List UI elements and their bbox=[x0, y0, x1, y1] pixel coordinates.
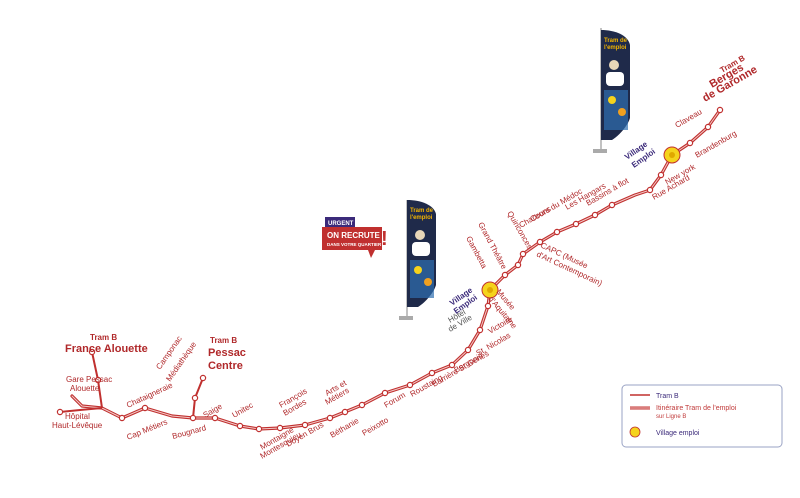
urgent-main-text: ON RECRUTE bbox=[327, 231, 381, 240]
stop-garepessac[interactable] bbox=[94, 376, 102, 384]
flag-base bbox=[399, 316, 413, 320]
village-dot-icon bbox=[487, 287, 493, 293]
legend-itinerary-label: Itinéraire Tram de l'emploi bbox=[656, 405, 737, 412]
label-chataigneraie: Chataigneraie bbox=[125, 380, 174, 409]
flag-banner-middle: Tram de l'emploi bbox=[399, 200, 436, 320]
urgent-sign: URGENT ON RECRUTE DANS VOTRE QUARTIER ! bbox=[322, 217, 388, 258]
legend-village-label: Village emploi bbox=[656, 430, 700, 437]
stop-coursmedoc[interactable] bbox=[572, 220, 580, 228]
stops bbox=[56, 106, 724, 433]
stop-chataigneraie[interactable] bbox=[141, 404, 149, 412]
stop-victoire[interactable] bbox=[476, 326, 484, 334]
flag-illustration bbox=[424, 278, 432, 286]
exclamation-icon: ! bbox=[381, 228, 388, 250]
terminus-pessac: Tram B Pessac Centre bbox=[208, 336, 246, 372]
stop-capmetiers[interactable] bbox=[118, 414, 126, 422]
flag-illustration bbox=[414, 266, 422, 274]
stop-camponac[interactable] bbox=[191, 394, 199, 402]
flag-title-line1: Tram de bbox=[410, 208, 434, 214]
flag-title-line2: l'emploi bbox=[410, 215, 433, 221]
terminus-name: Pessac bbox=[208, 347, 246, 359]
terminus-berges: Tram B Berges de Garonne bbox=[701, 53, 760, 104]
terminus-title: Tram B bbox=[210, 336, 237, 345]
stop-bethanie[interactable] bbox=[326, 414, 334, 422]
urgent-tag bbox=[325, 217, 355, 227]
legend-box bbox=[621, 384, 783, 448]
terminus-name: France Alouette bbox=[65, 343, 148, 355]
stop-brandenburg[interactable] bbox=[686, 139, 694, 147]
village-dot-icon bbox=[669, 152, 675, 158]
person-icon bbox=[412, 242, 430, 256]
label-unitec: Unitec bbox=[231, 401, 255, 420]
stop-forum[interactable] bbox=[381, 389, 389, 397]
stop-bergonie[interactable] bbox=[448, 361, 456, 369]
person-icon bbox=[609, 60, 619, 70]
village-label-newyork: Village Emploi bbox=[623, 139, 657, 169]
stop-bassins[interactable] bbox=[608, 201, 616, 209]
stop-roustaing[interactable] bbox=[406, 381, 414, 389]
urgent-sub-text: DANS VOTRE QUARTIER bbox=[327, 242, 382, 247]
village-label-hoteldeville: Village Emploi Hôtel de Ville bbox=[447, 285, 479, 333]
stop-gambetta[interactable] bbox=[501, 271, 509, 279]
stop-quinconces[interactable] bbox=[536, 238, 544, 246]
urgent-tag-text: URGENT bbox=[328, 221, 354, 227]
flag-base bbox=[593, 149, 607, 153]
stop-francois[interactable] bbox=[301, 421, 309, 429]
flag-illustration bbox=[608, 96, 616, 104]
label-capmetiers: Cap Métiers bbox=[125, 417, 168, 441]
stop-musee[interactable] bbox=[484, 302, 492, 310]
terminus-alouette: Tram B France Alouette bbox=[65, 333, 148, 355]
stop-doyen[interactable] bbox=[276, 424, 284, 432]
label-claveau: Claveau bbox=[674, 107, 704, 129]
stop-chartrons[interactable] bbox=[553, 228, 561, 236]
flag-banner-top: Tram de l'emploi bbox=[593, 28, 630, 153]
tram-line bbox=[59, 108, 722, 431]
stop-capc[interactable] bbox=[519, 250, 527, 258]
tram-line-hopital-branch bbox=[59, 407, 103, 413]
terminus-title: Tram B bbox=[90, 333, 117, 342]
urgent-bubble bbox=[322, 227, 382, 258]
stop-pessac[interactable] bbox=[199, 374, 207, 382]
stop-hopital[interactable] bbox=[56, 408, 64, 416]
legend-itinerary-sub: sur Ligne B bbox=[656, 414, 686, 420]
stop-newyork[interactable] bbox=[657, 171, 665, 179]
flag-title-line2: l'emploi bbox=[604, 45, 627, 51]
label-hopital1: Hôpital bbox=[65, 412, 90, 421]
stop-alouette[interactable] bbox=[88, 348, 96, 356]
label-bougnard: Bougnard bbox=[171, 423, 207, 441]
legend-tram-label: Tram B bbox=[656, 393, 679, 400]
stop-montaigne[interactable] bbox=[255, 425, 263, 433]
stop-berges[interactable] bbox=[716, 106, 724, 114]
village-markers bbox=[481, 146, 681, 299]
legend-village-icon bbox=[629, 426, 641, 438]
stop-claveau[interactable] bbox=[704, 123, 712, 131]
stop-peixotto[interactable] bbox=[358, 401, 366, 409]
stop-saige[interactable] bbox=[211, 414, 219, 422]
stop-stnicolas[interactable] bbox=[464, 346, 472, 354]
stop-rueachard[interactable] bbox=[646, 186, 654, 194]
terminus-name: Centre bbox=[208, 360, 243, 372]
label-hopital2: Haut-Lévêque bbox=[52, 421, 103, 430]
label-peixotto: Peixotto bbox=[361, 415, 391, 438]
stop-hangars[interactable] bbox=[591, 211, 599, 219]
label-garepessac1: Gare Pessac bbox=[66, 375, 112, 384]
flag-title-line1: Tram de bbox=[604, 38, 628, 44]
stop-unitec[interactable] bbox=[236, 422, 244, 430]
flag-illustration bbox=[618, 108, 626, 116]
stop-grandtheatre[interactable] bbox=[514, 261, 522, 269]
legend: Tram B Itinéraire Tram de l'emploi sur L… bbox=[621, 384, 783, 448]
person-icon bbox=[606, 72, 624, 86]
stop-barriere[interactable] bbox=[428, 369, 436, 377]
stop-bougnard[interactable] bbox=[189, 414, 197, 422]
label-garepessac2: Alouette bbox=[70, 384, 100, 393]
person-icon bbox=[415, 230, 425, 240]
label-bethanie: Béthanie bbox=[329, 416, 361, 440]
stop-arts[interactable] bbox=[341, 408, 349, 416]
